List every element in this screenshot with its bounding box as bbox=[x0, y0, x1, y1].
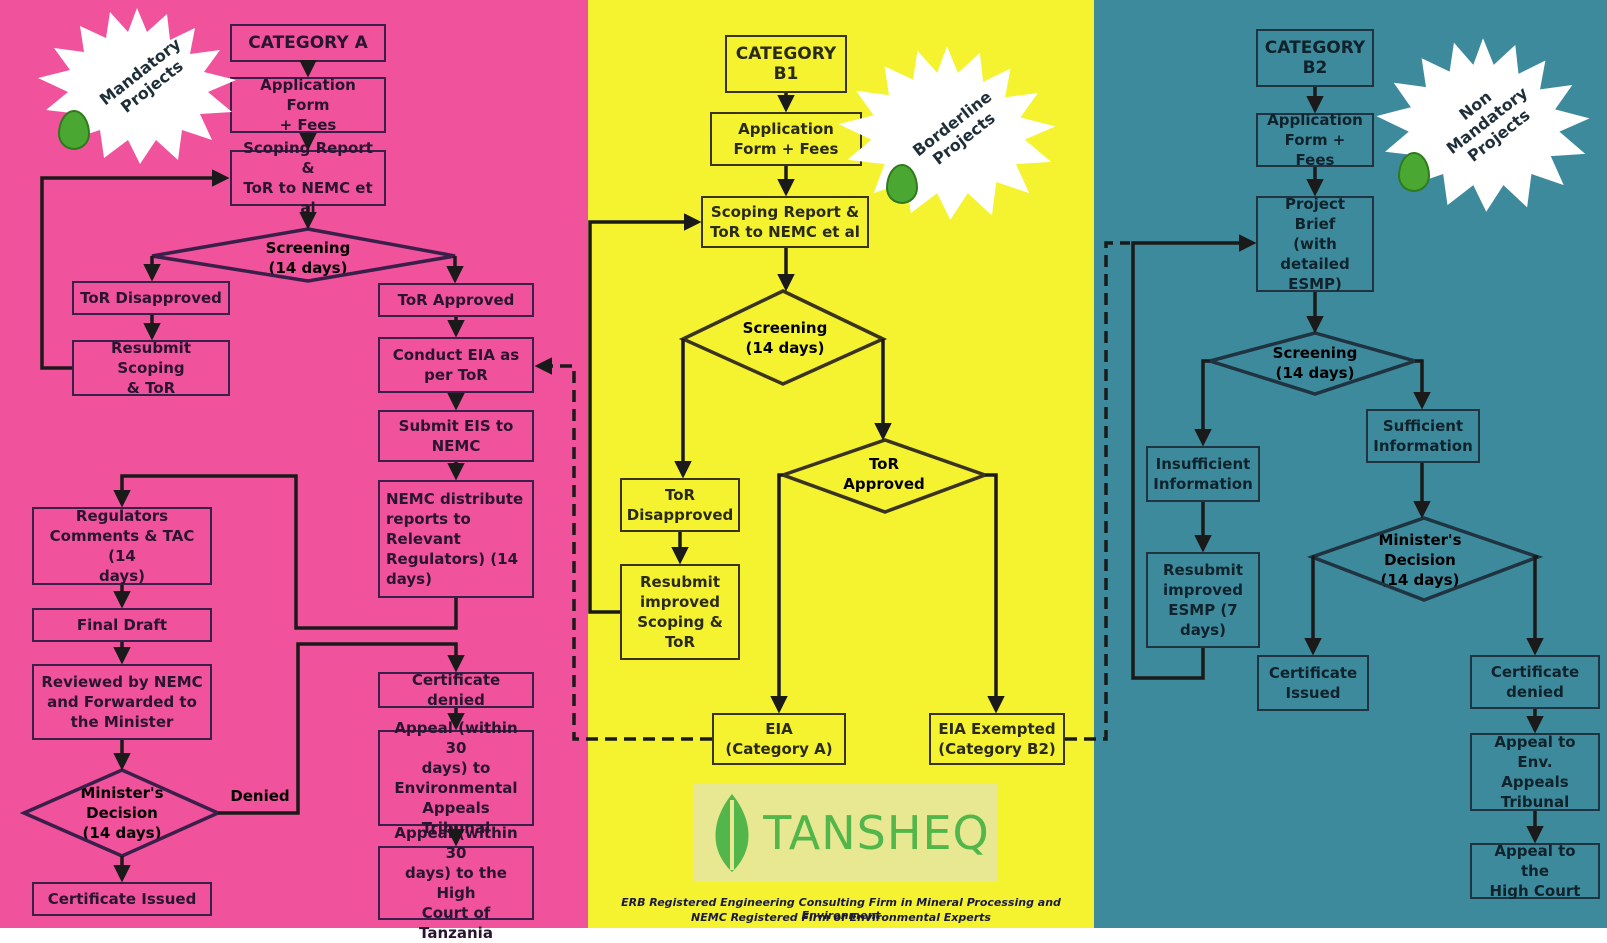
category-b1-resubmit: Resubmit improved Scoping & ToR bbox=[620, 564, 740, 660]
category-b2-sufficient: Sufficient Information bbox=[1366, 409, 1480, 463]
category-b1-eia-a: EIA (Category A) bbox=[712, 713, 846, 765]
category-b2-title: CATEGORY B2 bbox=[1256, 29, 1374, 87]
category-b2-screening-diamond bbox=[1203, 331, 1422, 396]
category-a-denied-label: Denied bbox=[230, 787, 290, 805]
borderline-leaf-icon bbox=[886, 164, 918, 204]
category-b1-screening-diamond bbox=[678, 289, 888, 386]
category-a-decision-diamond bbox=[19, 768, 223, 858]
category-a-submit-eis: Submit EIS to NEMC bbox=[378, 410, 534, 462]
category-a-reviewed: Reviewed by NEMC and Forwarded to the Mi… bbox=[32, 664, 212, 740]
category-b2-appeal-high-court: Appeal to the High Court bbox=[1470, 842, 1600, 900]
category-b1-scoping: Scoping Report & ToR to NEMC et al bbox=[701, 196, 869, 248]
category-a-conduct-eia: Conduct EIA as per ToR bbox=[378, 337, 534, 393]
category-b1-tor-disapproved: ToR Disapproved bbox=[620, 478, 740, 532]
tansheq-logo: TANSHEQ bbox=[693, 784, 998, 882]
category-b1-eia-exempted: EIA Exempted (Category B2) bbox=[929, 713, 1065, 765]
category-b2-certificate-denied: Certificate denied bbox=[1470, 655, 1600, 709]
category-b1-application: Application Form + Fees bbox=[710, 112, 862, 166]
category-b2-decision-diamond bbox=[1306, 516, 1544, 602]
category-b2-ministers-decision-label: Minister's Decision (14 days) bbox=[1378, 531, 1462, 589]
category-a-panel: CATEGORY A Application Form + Fees Scopi… bbox=[0, 0, 588, 942]
category-a-nemc-distribute: NEMC distribute reports to Relevant Regu… bbox=[378, 480, 534, 598]
footer-line-1: ERB Registered Engineering Consulting Fi… bbox=[621, 896, 1061, 922]
category-a-certificate-issued: Certificate Issued bbox=[32, 882, 212, 916]
category-a-final-draft: Final Draft bbox=[32, 608, 212, 642]
category-b2-insufficient: Insufficient Information bbox=[1146, 446, 1260, 502]
category-b1-tor-approved-label: ToR Approved bbox=[843, 455, 925, 493]
category-a-resubmit: Resubmit Scoping & ToR bbox=[72, 339, 230, 397]
category-a-regulators: Regulators Comments & TAC (14 days) bbox=[32, 507, 212, 585]
category-a-tor-disapproved: ToR Disapproved bbox=[72, 281, 230, 315]
category-b2-screening-label: Screening (14 days) bbox=[1272, 344, 1358, 382]
footer-line-2: NEMC Registered Firm of Environmental Ex… bbox=[691, 911, 991, 924]
category-b2-project-brief: Project Brief (with detailed ESMP) bbox=[1256, 195, 1374, 293]
category-b2-application: Application Form + Fees bbox=[1256, 111, 1374, 169]
category-a-screening-label: Screening (14 days) bbox=[265, 239, 351, 277]
category-a-certificate-denied: Certificate denied bbox=[378, 671, 534, 709]
non-mandatory-leaf-icon bbox=[1398, 152, 1430, 192]
leaf-logo-icon bbox=[715, 794, 749, 872]
mandatory-leaf-icon bbox=[58, 110, 90, 150]
category-a-application: Application Form + Fees bbox=[230, 76, 386, 134]
category-a-screening-diamond bbox=[151, 227, 456, 283]
category-b2-resubmit: Resubmit improved ESMP (7 days) bbox=[1146, 552, 1260, 648]
category-a-ministers-decision-label: Minister's Decision (14 days) bbox=[80, 784, 164, 842]
category-a-tor-approved: ToR Approved bbox=[378, 283, 534, 317]
logo-text: TANSHEQ bbox=[763, 806, 990, 860]
b1-to-b2-dashed-link bbox=[1065, 241, 1130, 741]
b1-to-a-dashed-link bbox=[534, 357, 712, 741]
category-b1-tor-approved-diamond bbox=[777, 438, 991, 514]
category-b1-screening-label: Screening (14 days) bbox=[742, 319, 828, 357]
category-b1-title: CATEGORY B1 bbox=[725, 35, 847, 93]
non-mandatory-starburst-icon bbox=[1376, 38, 1590, 212]
category-b2-certificate-issued: Certificate Issued bbox=[1257, 655, 1369, 711]
category-b2-appeal-tribunal: Appeal to Env. Appeals Tribunal bbox=[1470, 733, 1600, 811]
